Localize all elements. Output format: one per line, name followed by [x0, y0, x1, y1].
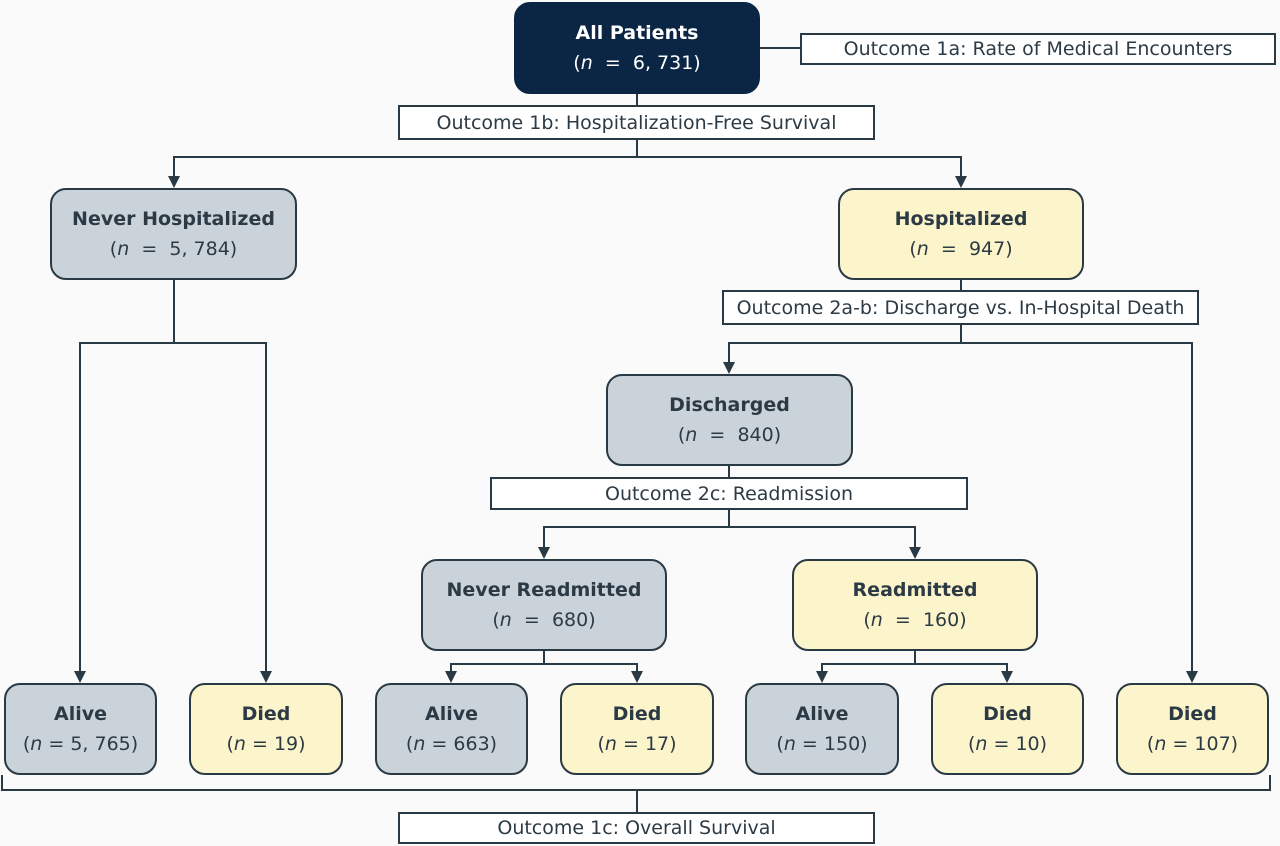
- node-count: (n = 17): [597, 733, 677, 755]
- node-never-hospitalized: Never Hospitalized (n = 5, 784): [50, 188, 297, 280]
- node-count: (n = 663): [405, 733, 498, 755]
- node-count: (n = 10): [967, 733, 1048, 755]
- node-nh-alive: Alive (n = 5, 765): [4, 683, 157, 775]
- node-count: (n = 947): [909, 238, 1013, 260]
- node-count: (n = 160): [863, 609, 967, 631]
- node-title: All Patients: [575, 22, 699, 44]
- node-r-alive: Alive (n = 150): [745, 683, 899, 775]
- node-title: Died: [241, 703, 291, 725]
- node-title: Alive: [53, 703, 107, 725]
- node-title: Died: [612, 703, 662, 725]
- node-title: Died: [1168, 703, 1217, 725]
- outcome-2ab-label: Outcome 2a-b: Discharge vs. In-Hospital …: [722, 290, 1199, 325]
- node-count: (n = 150): [776, 733, 868, 755]
- node-count: (n = 19): [226, 733, 306, 755]
- node-nh-died: Died (n = 19): [189, 683, 343, 775]
- node-inhospital-died: Died (n = 107): [1116, 683, 1269, 775]
- node-count: (n = 5, 784): [109, 238, 238, 260]
- node-all-patients: All Patients (n = 6, 731): [514, 2, 760, 94]
- node-title: Never Hospitalized: [72, 208, 275, 230]
- outcome-1c-label: Outcome 1c: Overall Survival: [398, 812, 875, 844]
- node-count: (n = 107): [1146, 733, 1239, 755]
- outcome-1b-label: Outcome 1b: Hospitalization-Free Surviva…: [398, 105, 875, 140]
- node-count: (n = 6, 731): [573, 52, 701, 74]
- outcome-1a-label: Outcome 1a: Rate of Medical Encounters: [800, 33, 1276, 65]
- node-count: (n = 5, 765): [22, 733, 139, 755]
- node-readmitted: Readmitted (n = 160): [792, 559, 1038, 651]
- node-title: Readmitted: [852, 579, 978, 601]
- node-hospitalized: Hospitalized (n = 947): [838, 188, 1084, 280]
- node-nr-died: Died (n = 17): [560, 683, 714, 775]
- node-never-readmitted: Never Readmitted (n = 680): [421, 559, 667, 651]
- node-title: Never Readmitted: [446, 579, 642, 601]
- node-count: (n = 840): [677, 424, 782, 446]
- node-title: Alive: [795, 703, 849, 725]
- outcome-2c-label: Outcome 2c: Readmission: [490, 477, 968, 510]
- node-title: Alive: [424, 703, 478, 725]
- node-r-died: Died (n = 10): [931, 683, 1084, 775]
- node-title: Hospitalized: [894, 208, 1028, 230]
- node-count: (n = 680): [492, 609, 596, 631]
- node-title: Died: [983, 703, 1032, 725]
- node-discharged: Discharged (n = 840): [606, 374, 853, 466]
- node-title: Discharged: [669, 394, 790, 416]
- node-nr-alive: Alive (n = 663): [375, 683, 528, 775]
